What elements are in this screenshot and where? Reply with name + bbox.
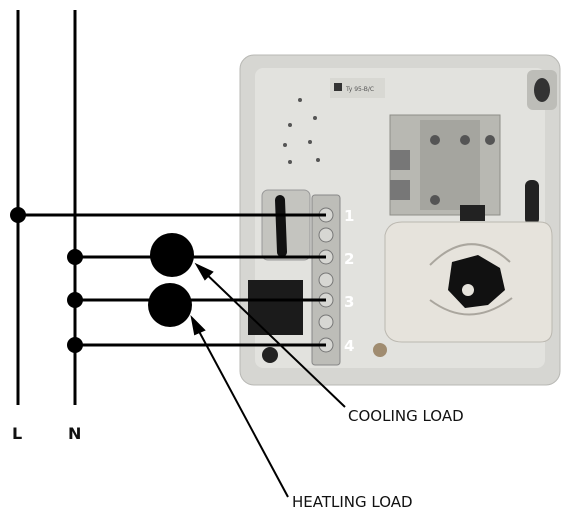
contact-block bbox=[460, 205, 485, 221]
leader-arrows bbox=[190, 262, 346, 498]
brand-logo-icon bbox=[334, 83, 342, 91]
knob-pointer bbox=[462, 284, 474, 296]
fixing-screw bbox=[262, 347, 278, 363]
thermostat-unit: Ty 95-B/C bbox=[239, 54, 561, 386]
heating-arrowhead bbox=[190, 315, 206, 336]
cooling-arrowhead bbox=[194, 262, 214, 281]
heating-leader-line bbox=[193, 321, 289, 498]
heating-load-symbol bbox=[148, 283, 192, 327]
model-marking: Ty 95-B/C bbox=[345, 86, 374, 93]
contact-bracket bbox=[420, 120, 480, 210]
terminal-number-2: 2 bbox=[344, 250, 355, 268]
terminal-number-1: 1 bbox=[344, 207, 355, 225]
contact-screw bbox=[460, 135, 470, 145]
indicator-window bbox=[248, 280, 303, 335]
cable-clamp bbox=[261, 189, 311, 261]
spring-clip bbox=[390, 180, 410, 200]
cooling-leader-line bbox=[199, 267, 346, 408]
contact-screw bbox=[430, 195, 440, 205]
adjust-lever bbox=[525, 180, 539, 225]
junction-dot-neutral-4 bbox=[67, 337, 83, 353]
mounting-hole bbox=[534, 78, 550, 102]
junction-dot-neutral-3 bbox=[67, 292, 83, 308]
live-label: L bbox=[12, 424, 23, 443]
terminal-number-3: 3 bbox=[344, 293, 355, 311]
contact-screw bbox=[485, 135, 495, 145]
contact-screw bbox=[430, 135, 440, 145]
cooling-load-symbol bbox=[150, 233, 194, 277]
heating-load-label: HEATLING LOAD bbox=[292, 493, 413, 511]
cooling-load-label: COOLING LOAD bbox=[348, 407, 464, 425]
resistor bbox=[373, 343, 387, 357]
setpoint-knob[interactable] bbox=[448, 255, 505, 308]
terminal-number-4: 4 bbox=[344, 337, 355, 355]
dial-scale bbox=[429, 243, 513, 316]
junction-dot-neutral-2 bbox=[67, 249, 83, 265]
neutral-label: N bbox=[68, 424, 82, 443]
clamp-lever bbox=[275, 195, 287, 257]
label-plate bbox=[330, 78, 385, 98]
spring-clip bbox=[390, 150, 410, 170]
junction-dot-live bbox=[10, 207, 26, 223]
vent-holes bbox=[283, 98, 320, 164]
